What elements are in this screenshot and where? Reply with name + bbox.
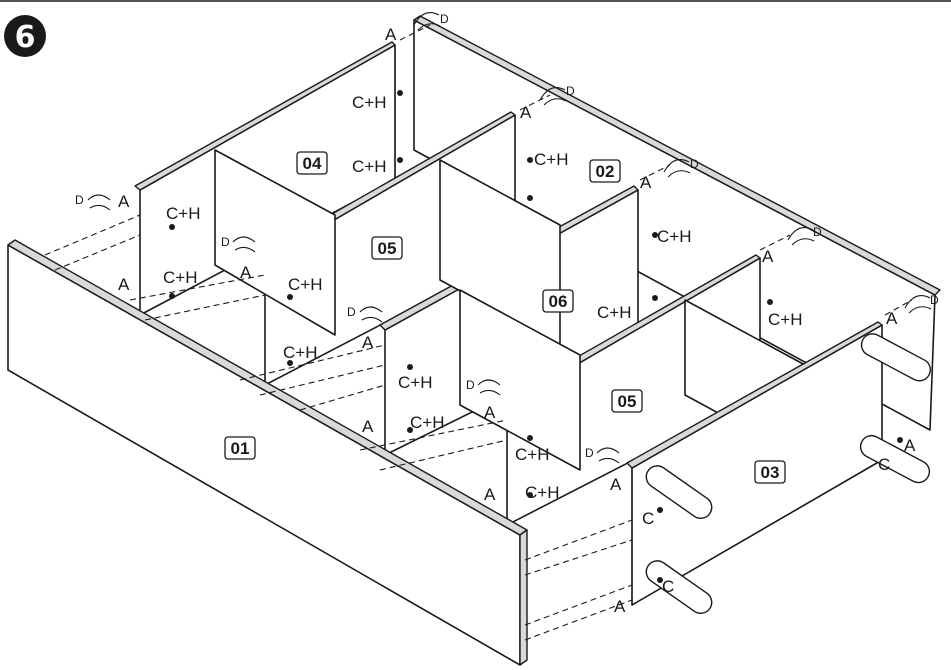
svg-text:D: D xyxy=(566,84,575,98)
svg-text:C+H: C+H xyxy=(398,373,432,392)
svg-text:D: D xyxy=(813,225,822,239)
svg-text:A: A xyxy=(118,275,130,294)
svg-text:D: D xyxy=(930,293,939,307)
screwdriver-icons xyxy=(87,12,932,464)
svg-text:A: A xyxy=(240,263,252,282)
svg-text:C+H: C+H xyxy=(597,303,631,322)
svg-text:01: 01 xyxy=(231,439,250,458)
fitting-callouts: A C+H C+H A C+H A C+H A C+H A C+H C+H A … xyxy=(75,12,939,616)
svg-text:A: A xyxy=(886,309,898,328)
label-panel-04: 03 xyxy=(754,460,786,484)
legs xyxy=(645,333,932,614)
svg-text:C: C xyxy=(878,455,890,474)
cross-dividers xyxy=(214,149,806,471)
svg-text:A: A xyxy=(362,333,374,352)
svg-text:D: D xyxy=(221,235,230,249)
svg-text:C+H: C+H xyxy=(515,445,549,464)
svg-text:05: 05 xyxy=(618,392,637,411)
step-number: 6 xyxy=(15,20,36,55)
label-panel-06: 06 xyxy=(542,289,574,313)
svg-text:A: A xyxy=(484,485,496,504)
svg-text:D: D xyxy=(466,378,475,392)
svg-text:A: A xyxy=(385,25,397,44)
svg-text:04: 04 xyxy=(303,154,322,173)
label-panel-02: 02 xyxy=(589,159,621,183)
svg-text:D: D xyxy=(585,446,594,460)
svg-text:A: A xyxy=(118,192,130,211)
svg-text:C+H: C+H xyxy=(283,343,317,362)
label-panel-05-right: 05 xyxy=(611,389,643,413)
svg-text:A: A xyxy=(362,417,374,436)
panel-01 xyxy=(7,239,528,666)
svg-text:D: D xyxy=(347,305,356,319)
svg-text:A: A xyxy=(610,475,622,494)
svg-text:05: 05 xyxy=(378,239,397,258)
label-panel-05-left: 05 xyxy=(371,236,403,260)
svg-text:C+H: C+H xyxy=(163,268,197,287)
svg-text:02: 02 xyxy=(596,162,615,181)
svg-text:C+H: C+H xyxy=(166,204,200,223)
svg-text:A: A xyxy=(640,173,652,192)
panel-02 xyxy=(413,15,941,431)
svg-text:C+H: C+H xyxy=(352,93,386,112)
svg-text:A: A xyxy=(762,247,774,266)
svg-text:C+H: C+H xyxy=(525,483,559,502)
svg-text:A: A xyxy=(614,597,626,616)
svg-text:C+H: C+H xyxy=(657,227,691,246)
dashed-guides xyxy=(44,24,913,641)
svg-text:D: D xyxy=(690,157,699,171)
svg-text:A: A xyxy=(904,436,916,455)
panel-labels: 04 02 05 06 05 01 03 xyxy=(224,151,786,484)
svg-text:C+H: C+H xyxy=(352,157,386,176)
svg-text:06: 06 xyxy=(549,292,568,311)
svg-text:C+H: C+H xyxy=(288,275,322,294)
svg-text:C+H: C+H xyxy=(768,310,802,329)
svg-text:C: C xyxy=(642,509,654,528)
label-panel-01: 01 xyxy=(224,436,256,460)
svg-text:A: A xyxy=(484,403,496,422)
svg-text:C+H: C+H xyxy=(534,150,568,169)
svg-text:A: A xyxy=(520,103,532,122)
svg-text:C+H: C+H xyxy=(410,413,444,432)
holes xyxy=(169,90,903,583)
svg-text:D: D xyxy=(440,12,449,26)
step-badge: 6 xyxy=(4,15,46,57)
svg-text:D: D xyxy=(75,193,84,207)
svg-text:C: C xyxy=(662,577,674,596)
label-panel-03: 04 xyxy=(296,151,328,175)
svg-text:03: 03 xyxy=(761,463,780,482)
